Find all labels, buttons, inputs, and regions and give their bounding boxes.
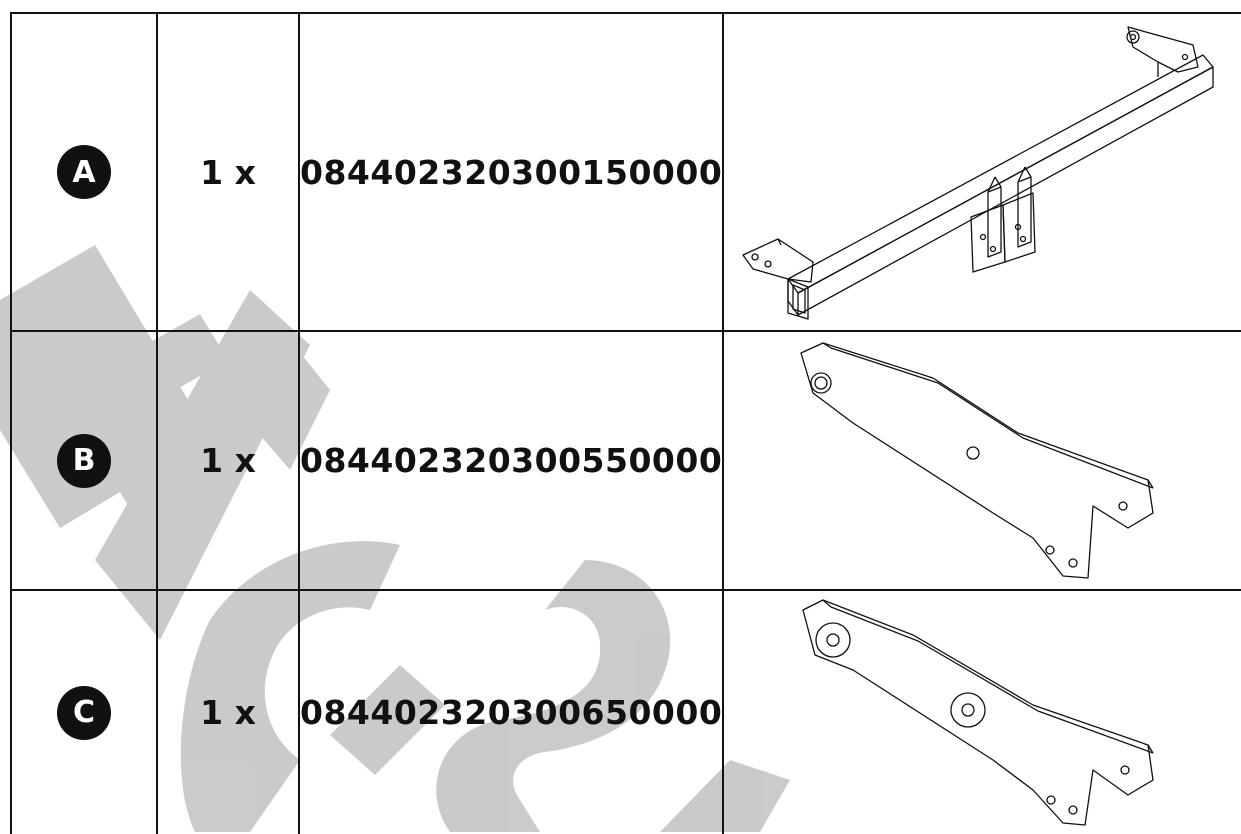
part-letter-cell: C — [10, 589, 158, 834]
parts-table: A 1 x 084402320300150000 — [10, 12, 1241, 834]
part-number: 084402320300150000 — [300, 152, 723, 192]
part-letter-badge: C — [57, 685, 111, 740]
quantity-cell: 1 x — [156, 12, 300, 332]
part-number: 084402320300550000 — [300, 441, 723, 480]
part-quantity: 1 x — [200, 152, 256, 192]
tow-bar-crossmember-drawing — [741, 26, 1214, 320]
part-quantity: 1 x — [200, 693, 256, 732]
part-letter-cell: B — [10, 330, 158, 591]
quantity-cell: 1 x — [156, 330, 300, 591]
part-row: C 1 x 084402320300650000 — [10, 589, 1241, 834]
part-number-cell: 084402320300550000 — [298, 330, 724, 591]
part-number-cell: 084402320300150000 — [298, 12, 724, 332]
part-number: 084402320300650000 — [300, 693, 723, 732]
quantity-cell: 1 x — [156, 589, 300, 834]
part-number-cell: 084402320300650000 — [298, 589, 724, 834]
drawing-cell — [722, 330, 1241, 591]
drawing-cell — [722, 589, 1241, 834]
part-quantity: 1 x — [200, 441, 256, 480]
part-letter-badge: B — [57, 433, 111, 488]
mounting-bracket-drawing — [799, 342, 1154, 579]
part-row: A 1 x 084402320300150000 — [10, 12, 1241, 332]
part-letter-cell: A — [10, 12, 158, 332]
drawing-cell — [722, 12, 1241, 332]
mounting-bracket-with-bushings-drawing — [801, 599, 1154, 826]
part-letter-badge: A — [57, 145, 111, 199]
part-row: B 1 x 084402320300550000 — [10, 330, 1241, 591]
